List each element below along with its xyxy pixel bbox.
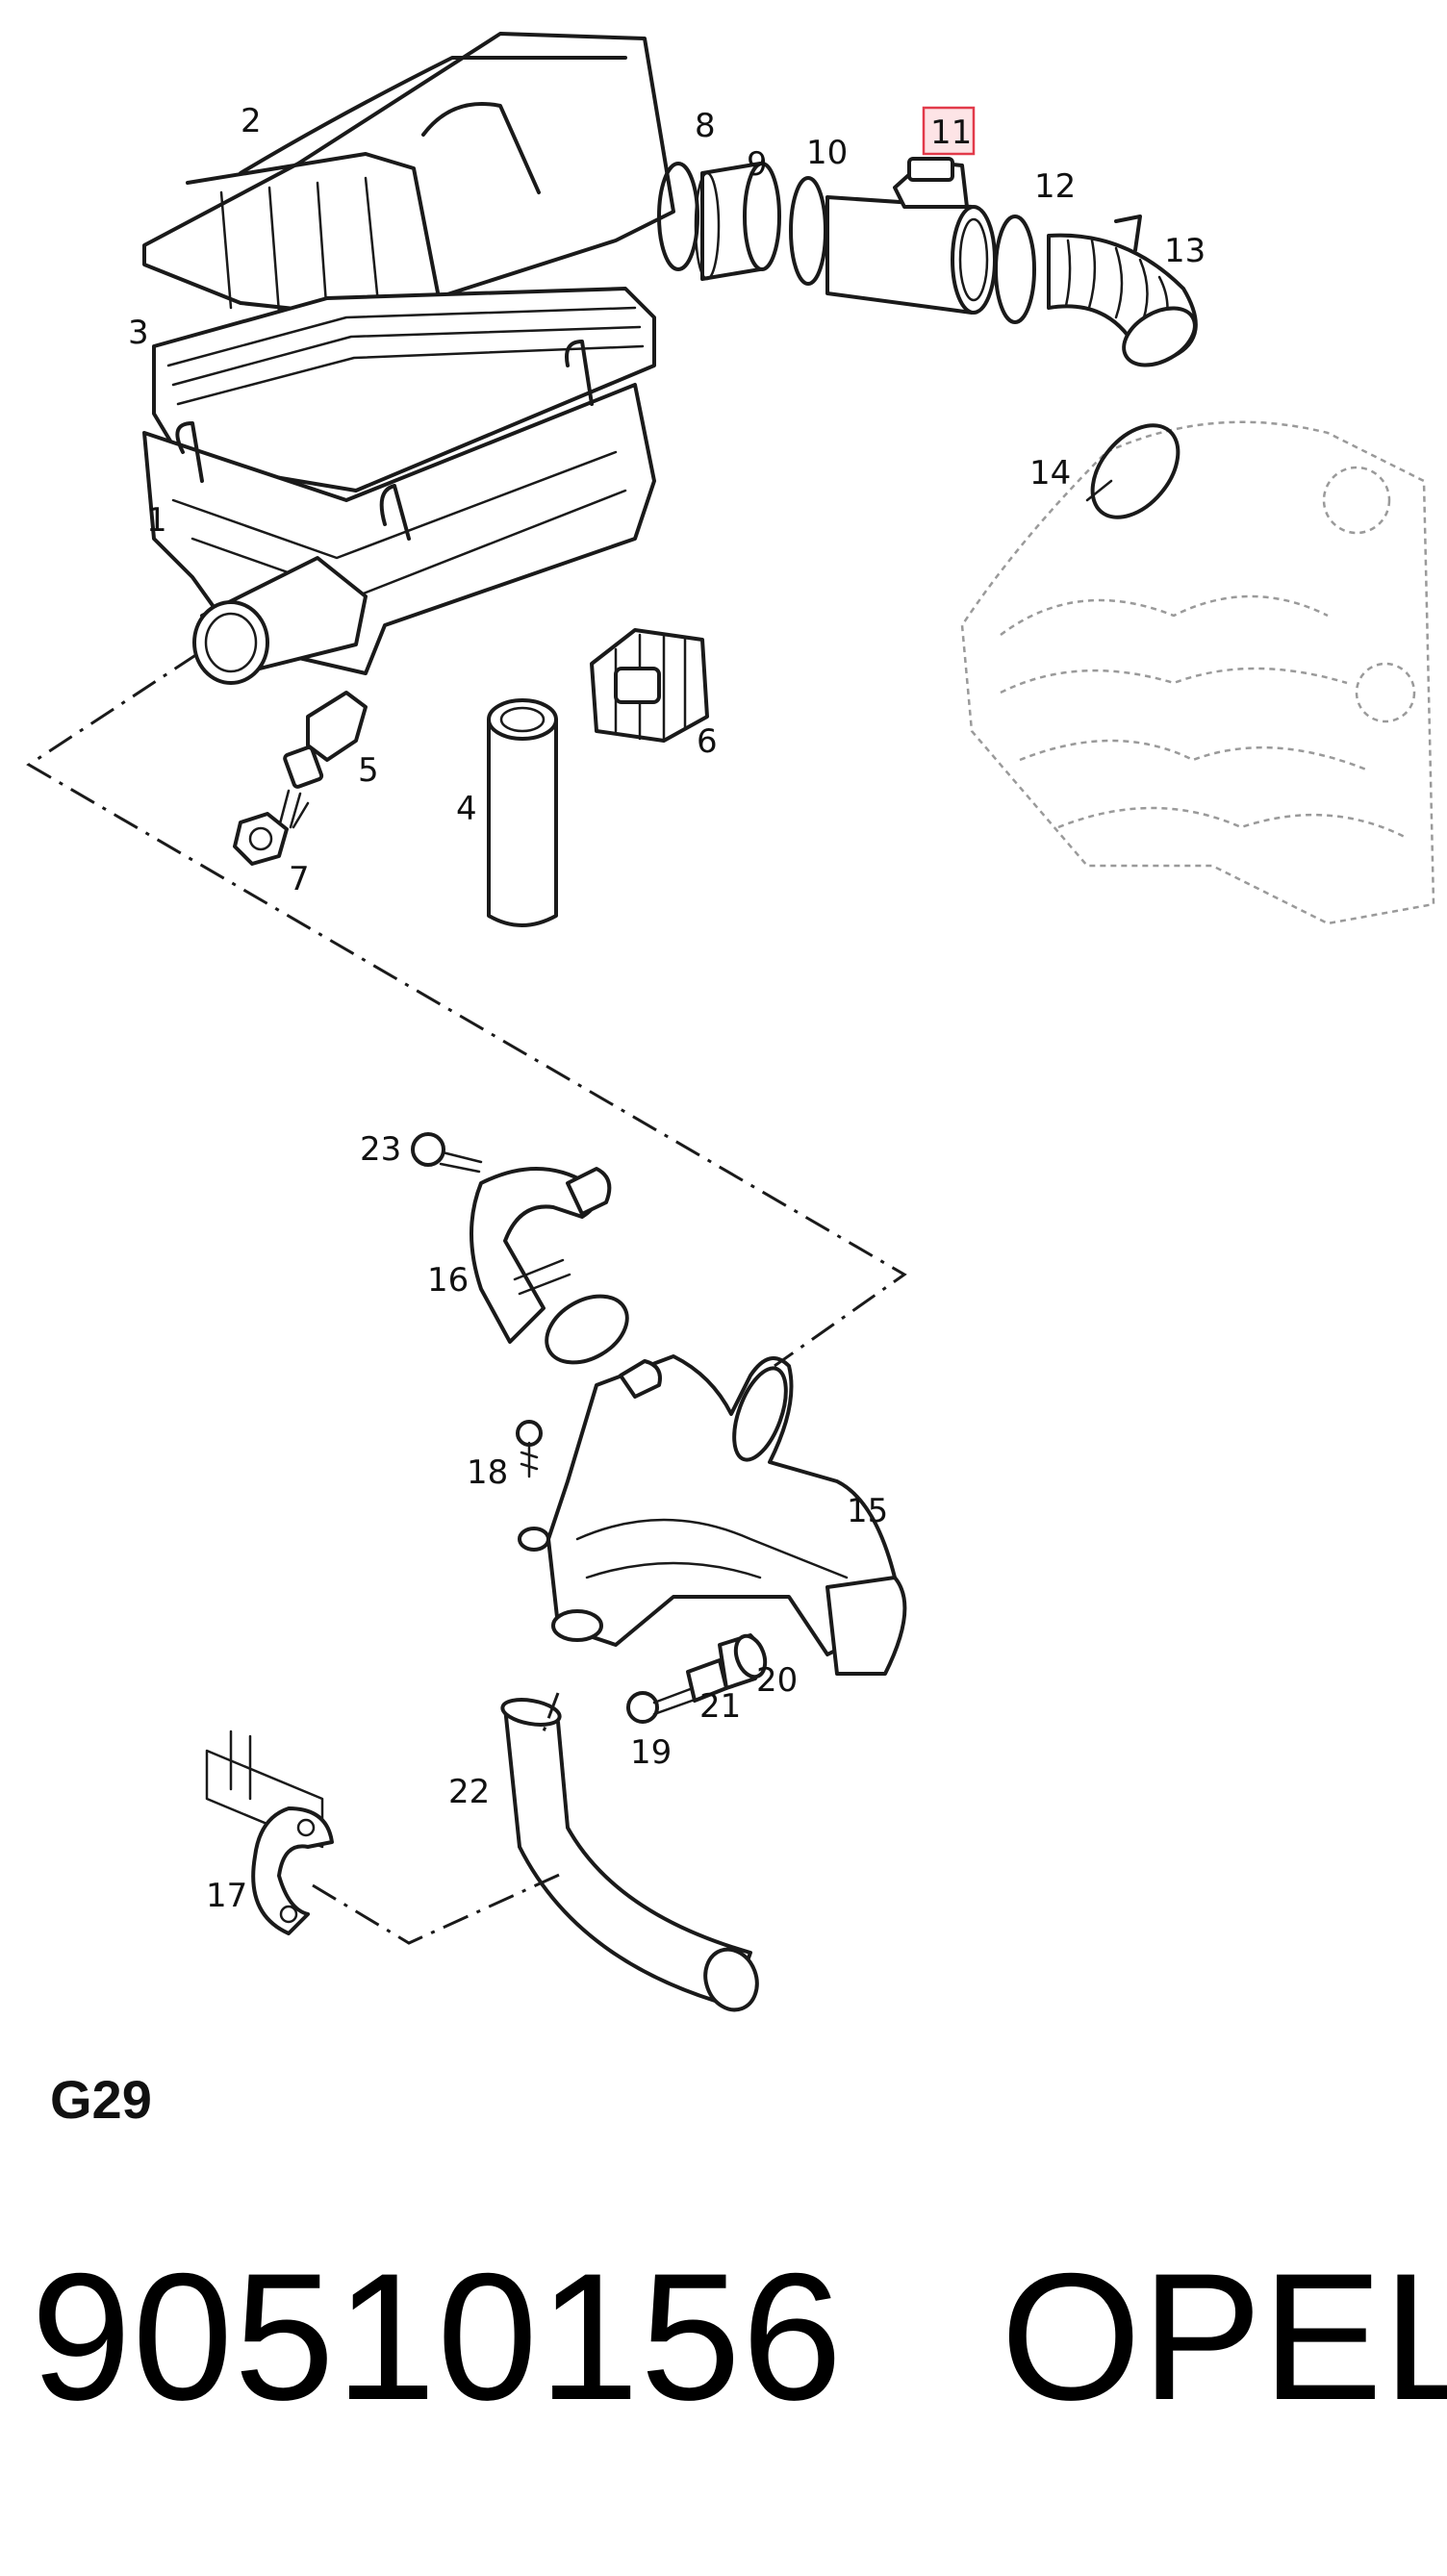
callout-16: 16: [427, 1261, 469, 1300]
callout-20: 20: [756, 1661, 798, 1700]
part-4-tube: [487, 698, 558, 927]
lower-ducting: [205, 1132, 907, 2012]
callout-11: 11: [930, 114, 972, 152]
air-filter-housing: [142, 32, 675, 685]
part-number: 90510156: [31, 2235, 844, 2437]
diagram-code: G29: [50, 2069, 152, 2130]
callout-labels: 1 2 3 4 5 6 7 8 9 10 11 12 13 14 15 16 1…: [128, 102, 1206, 1915]
callout-18: 18: [467, 1453, 508, 1492]
callout-1: 1: [146, 501, 167, 540]
part-6-mount: [590, 628, 709, 743]
callout-12: 12: [1034, 167, 1076, 206]
callout-2: 2: [241, 102, 262, 140]
callout-21: 21: [699, 1687, 741, 1726]
callout-4: 4: [456, 790, 477, 828]
callout-11-highlight: [922, 106, 976, 156]
callout-13: 13: [1164, 232, 1206, 270]
engine-outline: [960, 420, 1435, 925]
callout-3: 3: [128, 314, 149, 352]
callout-7: 7: [289, 860, 310, 898]
callout-23: 23: [360, 1130, 401, 1169]
callout-9: 9: [747, 145, 768, 184]
callout-19: 19: [630, 1733, 672, 1772]
callout-10: 10: [806, 134, 848, 172]
part-7-nut: [233, 812, 289, 866]
callout-8: 8: [695, 107, 716, 145]
leader-lines: [26, 479, 1113, 1945]
callout-6: 6: [697, 722, 718, 761]
intake-chain: [657, 157, 1198, 519]
callout-5: 5: [358, 751, 379, 790]
callout-22: 22: [448, 1773, 490, 1811]
brand-name: OPEL: [1001, 2235, 1447, 2437]
part-5-sensor: [277, 691, 368, 829]
callout-15: 15: [847, 1492, 888, 1530]
callout-17: 17: [206, 1877, 247, 1915]
callout-14: 14: [1029, 454, 1071, 492]
